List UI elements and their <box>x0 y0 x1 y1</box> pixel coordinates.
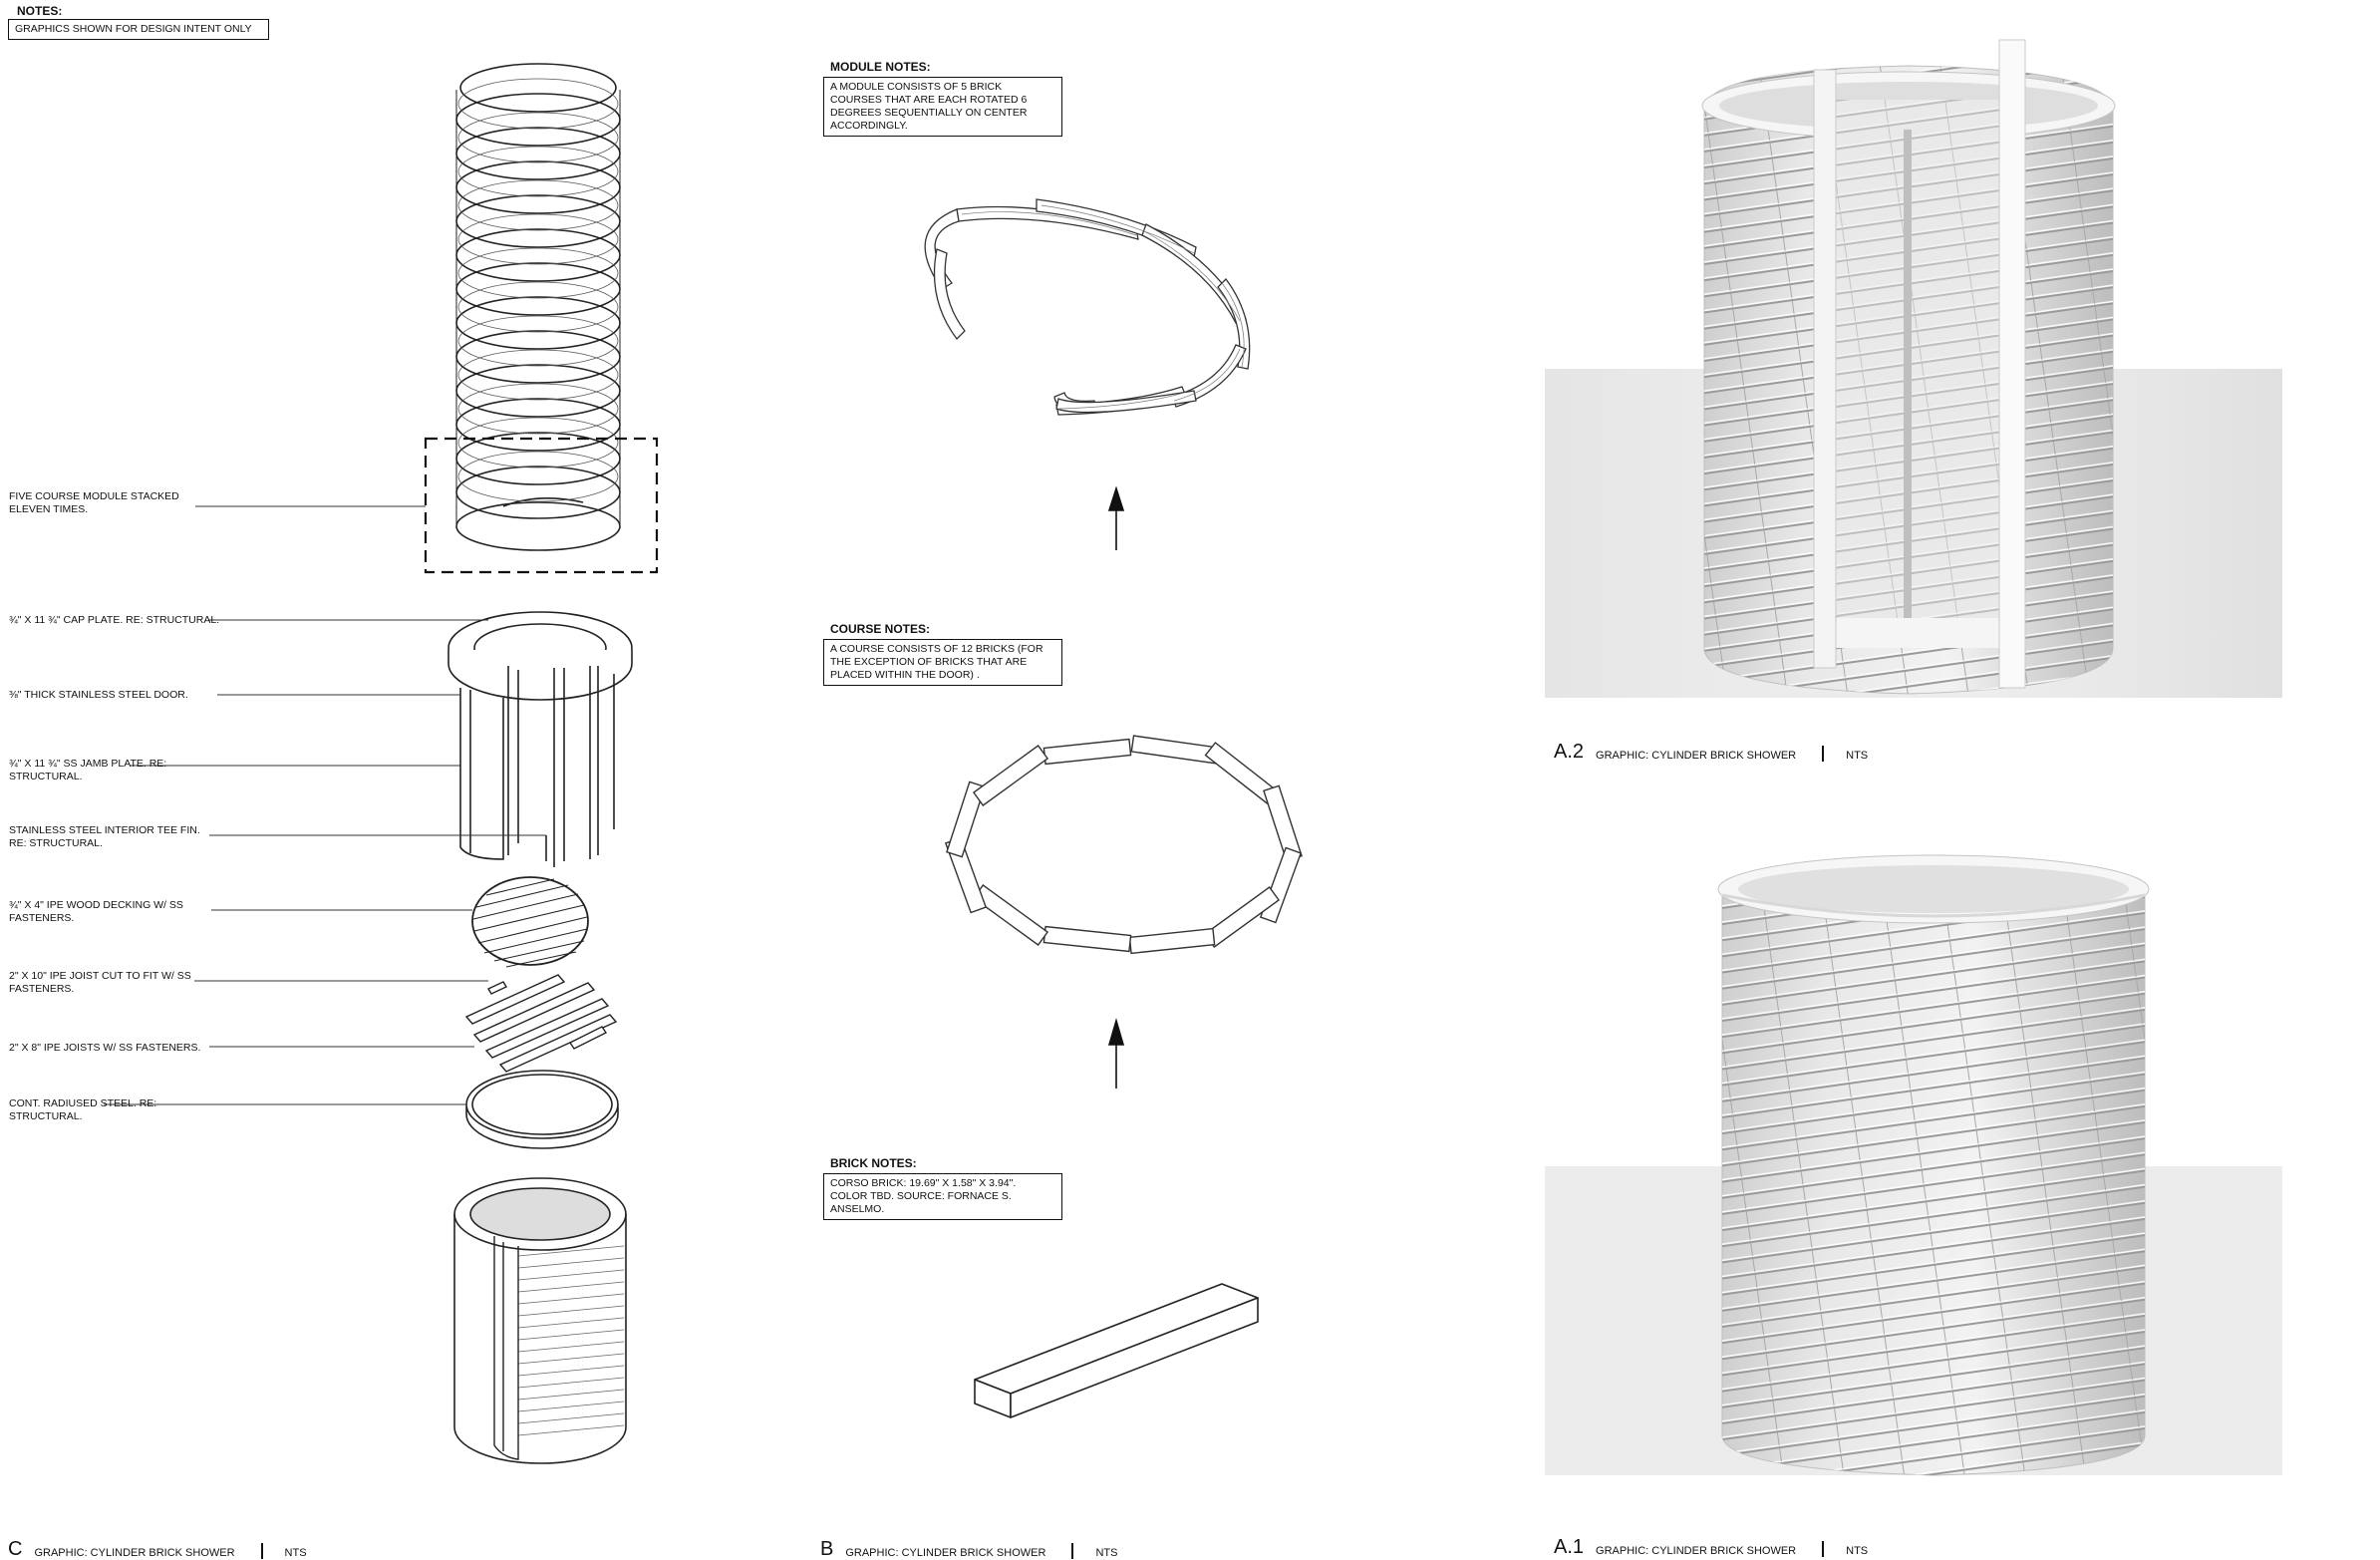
panel-b-letter: B <box>820 1538 834 1560</box>
door-and-fins <box>459 666 615 867</box>
panel-c-scale: NTS <box>284 1547 307 1559</box>
callout-decking: ¾" X 4" IPE WOOD DECKING W/ SS FASTENERS… <box>9 899 183 924</box>
module-notes-heading: MODULE NOTES: <box>830 60 931 74</box>
cap-plate <box>447 611 633 701</box>
module-spiral <box>924 198 1251 416</box>
title-divider <box>1822 746 1825 762</box>
callout-cap-plate: ¾" X 11 ¾" CAP PLATE. RE: STRUCTURAL. <box>9 614 220 626</box>
panel-b-drawing <box>924 198 1303 1418</box>
ipe-joists <box>464 974 618 1073</box>
callout-joists: 2" X 8" IPE JOISTS W/ SS FASTENERS. <box>9 1042 201 1054</box>
callout-tee-fin: STAINLESS STEEL INTERIOR TEE FIN. RE: ST… <box>9 824 200 849</box>
callout-module: FIVE COURSE MODULE STACKED ELEVEN TIMES. <box>9 490 179 515</box>
panel-a2-scale: NTS <box>1846 750 1869 762</box>
render-a1 <box>1545 854 2282 1476</box>
panel-a2-title: GRAPHIC: CYLINDER BRICK SHOWER <box>1596 750 1797 762</box>
panel-a1-title-block: A.1 GRAPHIC: CYLINDER BRICK SHOWER NTS <box>1554 1537 1868 1557</box>
title-divider <box>1071 1543 1074 1559</box>
course-notes-box: A COURSE CONSISTS OF 12 BRICKS (FOR THE … <box>823 639 1062 686</box>
render-a2 <box>1545 39 2282 698</box>
panel-a1-title: GRAPHIC: CYLINDER BRICK SHOWER <box>1596 1545 1797 1557</box>
callout-jamb-plate: ¾" X 11 ¾" SS JAMB PLATE. RE: STRUCTURAL… <box>9 758 167 782</box>
corso-brick <box>974 1283 1259 1418</box>
arrow-up-icon <box>1107 1018 1125 1089</box>
panel-a1-letter: A.1 <box>1554 1536 1585 1558</box>
design-intent-note: GRAPHICS SHOWN FOR DESIGN INTENT ONLY <box>8 19 269 40</box>
panel-c-title-block: C GRAPHIC: CYLINDER BRICK SHOWER NTS <box>8 1539 307 1559</box>
arrow-up-icon <box>1107 485 1125 550</box>
panel-b-scale: NTS <box>1095 1547 1118 1559</box>
notes-heading: NOTES: <box>17 4 63 18</box>
callout-joist-cut: 2" X 10" IPE JOIST CUT TO FIT W/ SS FAST… <box>9 970 191 995</box>
panel-c-title: GRAPHIC: CYLINDER BRICK SHOWER <box>34 1547 235 1559</box>
module-selection-box <box>424 437 659 574</box>
panel-a2-letter: A.2 <box>1554 741 1585 763</box>
brick-spiral-column <box>455 63 621 551</box>
panel-a1-scale: NTS <box>1846 1545 1869 1557</box>
brick-notes-box: CORSO BRICK: 19.69" X 1.58" X 3.94". COL… <box>823 1173 1062 1220</box>
panel-b-title-block: B GRAPHIC: CYLINDER BRICK SHOWER NTS <box>820 1539 1117 1559</box>
title-divider <box>1822 1541 1825 1557</box>
assembled-cylinder <box>453 1177 627 1464</box>
panel-c-drawing <box>104 63 659 1464</box>
panel-a2-title-block: A.2 GRAPHIC: CYLINDER BRICK SHOWER NTS <box>1554 742 1868 762</box>
course-notes-heading: COURSE NOTES: <box>830 622 931 636</box>
panel-b-title: GRAPHIC: CYLINDER BRICK SHOWER <box>845 1547 1046 1559</box>
module-notes-box: A MODULE CONSISTS OF 5 BRICK COURSES THA… <box>823 77 1062 137</box>
title-divider <box>260 1543 263 1559</box>
leader-lines <box>104 505 546 1105</box>
panel-c-letter: C <box>8 1538 23 1560</box>
ipe-decking <box>471 876 589 968</box>
callout-door: ⅜" THICK STAINLESS STEEL DOOR. <box>9 689 188 701</box>
brick-notes-heading: BRICK NOTES: <box>830 1156 917 1170</box>
callout-radiused-steel: CONT. RADIUSED STEEL. RE: STRUCTURAL. <box>9 1097 157 1122</box>
course-ring <box>944 735 1303 955</box>
